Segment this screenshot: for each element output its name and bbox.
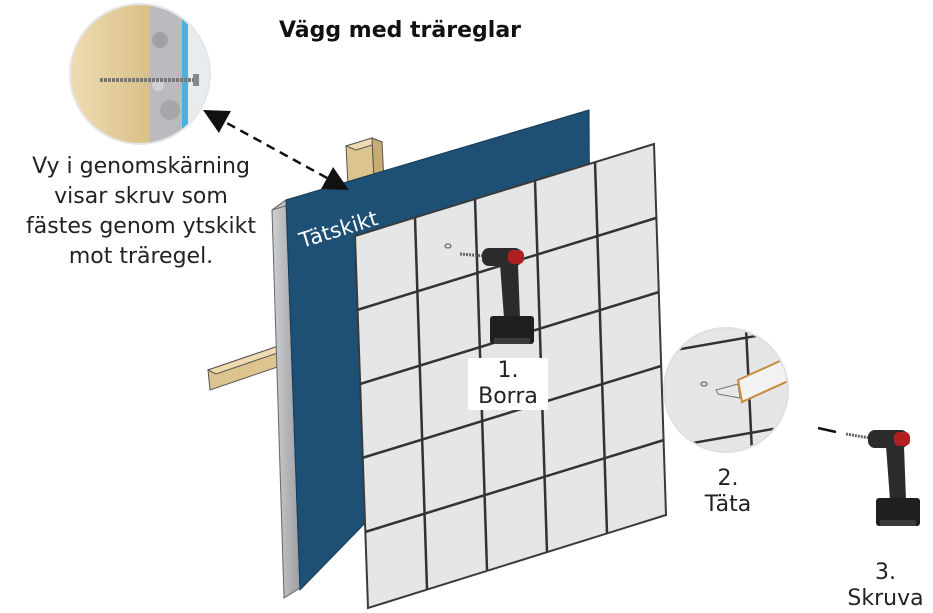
caption-line: mot träregel. [68,244,214,269]
step-text: Skruva [847,586,924,611]
cross-section-view [69,3,211,145]
step-drill-label: 1. Borra [468,358,548,410]
step-text: Borra [478,384,538,409]
screw-icon [845,432,871,440]
caption-line: visar skruv som [54,184,228,209]
drill-icon [459,248,534,344]
drill-icon [868,430,920,526]
step-number: 1. [497,358,519,383]
sealant-tube-icon [715,350,788,404]
dash-screw-line [817,426,837,434]
step-seal-label: 2. Täta [688,466,768,518]
dashed-arrow [203,109,349,191]
caption-line: Vy i genomskärning [32,154,250,179]
step-text: Täta [704,492,752,517]
sealing-detail-view [663,327,789,453]
step-number: 2. [717,466,739,491]
diagram-title: Vägg med träreglar [278,18,522,43]
caption-line: fästes genom ytskikt [26,214,256,239]
step-number: 3. [875,560,896,585]
step-screw-label: 3. Skruva [838,560,933,612]
cross-section-caption: Vy i genomskärning visar skruv som fäste… [0,152,282,272]
